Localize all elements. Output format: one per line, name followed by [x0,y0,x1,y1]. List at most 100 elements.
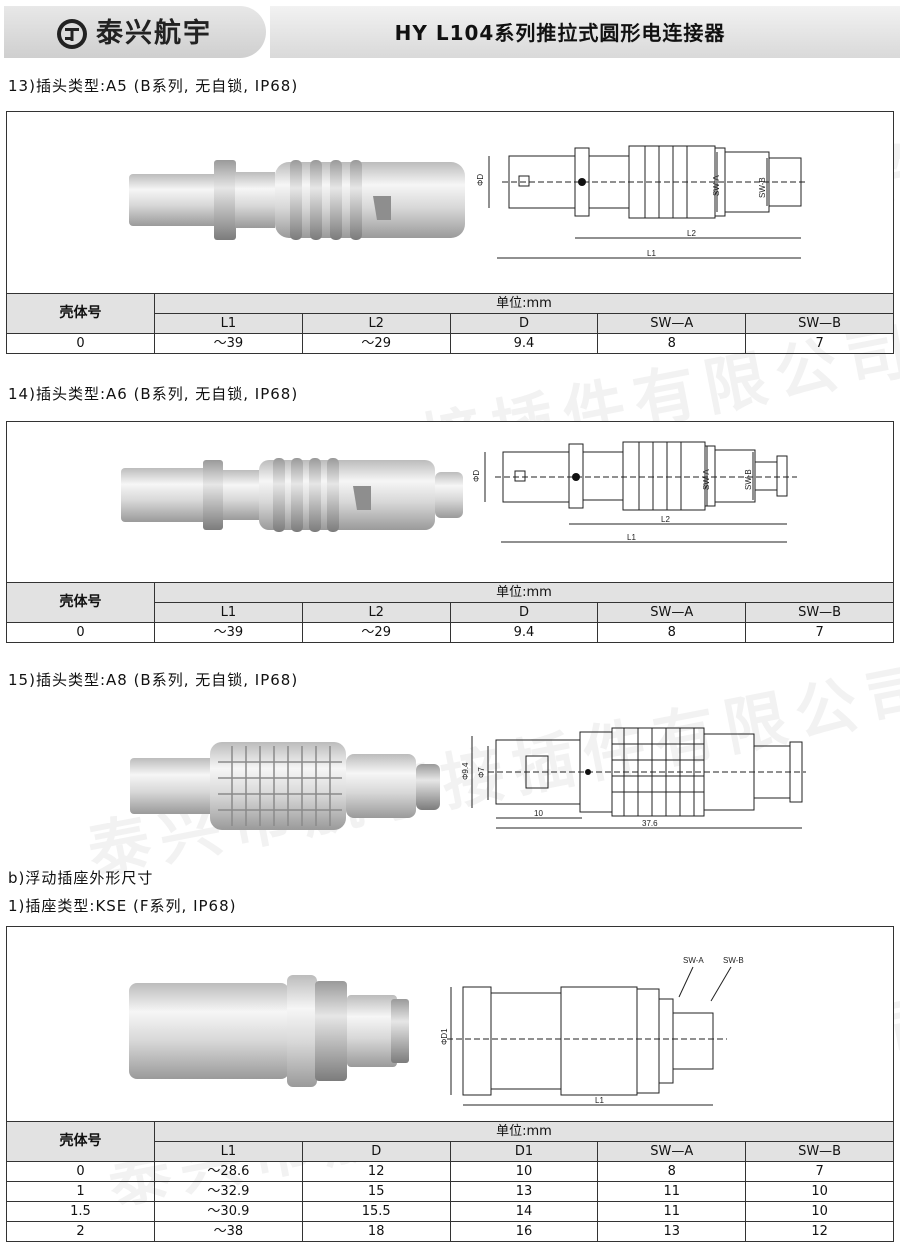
table-cell: 10 [745,1181,894,1202]
table-column-header: D [449,602,599,623]
table-cell: ～32.9 [154,1181,303,1202]
table-cell: 11 [597,1181,747,1202]
table-cell: 12 [745,1221,894,1242]
table-cell: 1.5 [6,1201,155,1222]
section-label-kse: 1)插座类型:KSE (F系列, IP68) [8,897,237,915]
table-cell: ～28.6 [154,1161,303,1182]
title-band [270,6,900,58]
section-label-a6: 14)插头类型:A6 (B系列, 无自锁, IP68) [8,385,299,403]
dim-label-l2: L2 [687,229,696,238]
table-cell: ～30.9 [154,1201,303,1222]
table-column-header: SW—B [745,602,894,623]
connector-a6-photo: ΦD SW-A SW-B L2 L1 [121,441,797,543]
connector-kse-drawing [447,966,732,1106]
connector-a6-drawing [484,441,797,543]
dim-label-swb: SW-B [744,469,753,490]
table-header-shell: 壳体号 [6,582,155,623]
dim-label-swa: SW-A [683,956,704,965]
table-cell: 15.5 [301,1201,451,1222]
table-column-header: SW—A [597,1141,747,1162]
table-header-unit: 单位:mm [154,1121,894,1142]
table-header-unit: 单位:mm [154,582,894,603]
table-cell: 8 [597,1161,747,1182]
table-cell: ～29 [301,622,451,643]
dim-label-d: ΦD [476,174,485,186]
dim-label-l1: L1 [595,1096,604,1105]
spec-table-a5: 壳体号 单位:mm L1 L2 D SW—A SW—B 0 ～39 ～29 9.… [6,293,894,354]
table-cell: 8 [597,622,747,643]
table-column-header: L1 [154,313,303,334]
figure-a8: Φ9.4 Φ7 10 37.6 [6,700,894,860]
table-cell: 9.4 [449,622,599,643]
dim-label-length-total: 37.6 [642,819,658,828]
dim-label-d-inner: Φ7 [477,767,486,778]
figure-a6: ΦD SW-A SW-B L2 L1 [6,421,894,583]
table-cell: 10 [449,1161,599,1182]
table-cell: 13 [449,1181,599,1202]
table-column-header: SW—A [597,602,747,623]
table-cell: 7 [745,333,894,354]
table-row: 2 ～38 18 16 13 12 [6,1221,894,1242]
page-header: 泰兴航宇 HY L104系列推拉式圆形电连接器 [0,0,900,60]
table-column-header: D [301,1141,451,1162]
connector-a8-drawing [471,727,806,829]
dim-label-swa: SW-A [712,175,721,196]
connector-kse-photo: ΦD1 SW-A SW-B L1 [129,956,744,1106]
table-column-header: L2 [301,313,451,334]
table-cell: 9.4 [449,333,599,354]
brand-name: 泰兴航宇 [96,18,212,49]
table-cell: 8 [597,333,747,354]
table-row: 0 ～39 ～29 9.4 8 7 [6,622,894,643]
table-column-header: D [449,313,599,334]
table-column-header: SW—A [597,313,747,334]
table-cell: 2 [6,1221,155,1242]
table-column-header: L2 [301,602,451,623]
table-row: 0 ～39 ～29 9.4 8 7 [6,333,894,354]
connector-a5-photo: ΦD SW-A SW-B L2 L1 [129,145,807,259]
table-cell: ～38 [154,1221,303,1242]
table-cell: 12 [301,1161,451,1182]
dim-label-d1: ΦD1 [440,1028,449,1045]
table-row: 1.5 ～30.9 15.5 14 11 10 [6,1201,894,1222]
table-cell: ～39 [154,622,303,643]
table-row: 1 ～32.9 15 13 11 10 [6,1181,894,1202]
table-cell: 10 [745,1201,894,1222]
figure-kse: ΦD1 SW-A SW-B L1 [6,926,894,1122]
table-row: 0 ～28.6 12 10 8 7 [6,1161,894,1182]
table-cell: 11 [597,1201,747,1222]
table-cell: 0 [6,622,155,643]
figure-a5: ΦD SW-A SW-B L2 L1 [6,111,894,294]
table-column-header: D1 [449,1141,599,1162]
table-header-shell: 壳体号 [6,293,155,334]
connector-a8-photo: Φ9.4 Φ7 10 37.6 [130,727,806,830]
table-cell: 0 [6,1161,155,1182]
table-cell: 15 [301,1181,451,1202]
table-cell: 7 [745,622,894,643]
dim-label-length-front: 10 [534,809,543,818]
table-column-header: L1 [154,602,303,623]
spec-table-kse: 壳体号 单位:mm L1 D D1 SW—A SW—B 0 ～28.6 12 1… [6,1121,894,1242]
table-cell: 16 [449,1221,599,1242]
knurl-pattern [218,746,342,826]
dim-label-swb: SW-B [758,177,767,198]
table-cell: ～39 [154,333,303,354]
dim-label-l2: L2 [661,515,670,524]
dim-label-swb: SW-B [723,956,744,965]
brand-logo: 泰兴航宇 [4,6,266,58]
table-cell: ～29 [301,333,451,354]
table-cell: 14 [449,1201,599,1222]
dim-label-d-outer: Φ9.4 [461,762,470,780]
table-cell: 0 [6,333,155,354]
spec-table-a6: 壳体号 单位:mm L1 L2 D SW—A SW—B 0 ～39 ～29 9.… [6,582,894,643]
dim-label-l1: L1 [627,533,636,542]
connector-a5-drawing [488,145,807,259]
table-column-header: SW—B [745,313,894,334]
dim-label-d: ΦD [472,470,481,482]
dim-label-swa: SW-A [702,469,711,490]
section-label-a5: 13)插头类型:A5 (B系列, 无自锁, IP68) [8,77,299,95]
table-cell: 1 [6,1181,155,1202]
table-header-unit: 单位:mm [154,293,894,314]
section-label-a8: 15)插头类型:A8 (B系列, 无自锁, IP68) [8,671,299,689]
document-title: HY L104系列推拉式圆形电连接器 [394,21,726,45]
table-cell: 7 [745,1161,894,1182]
